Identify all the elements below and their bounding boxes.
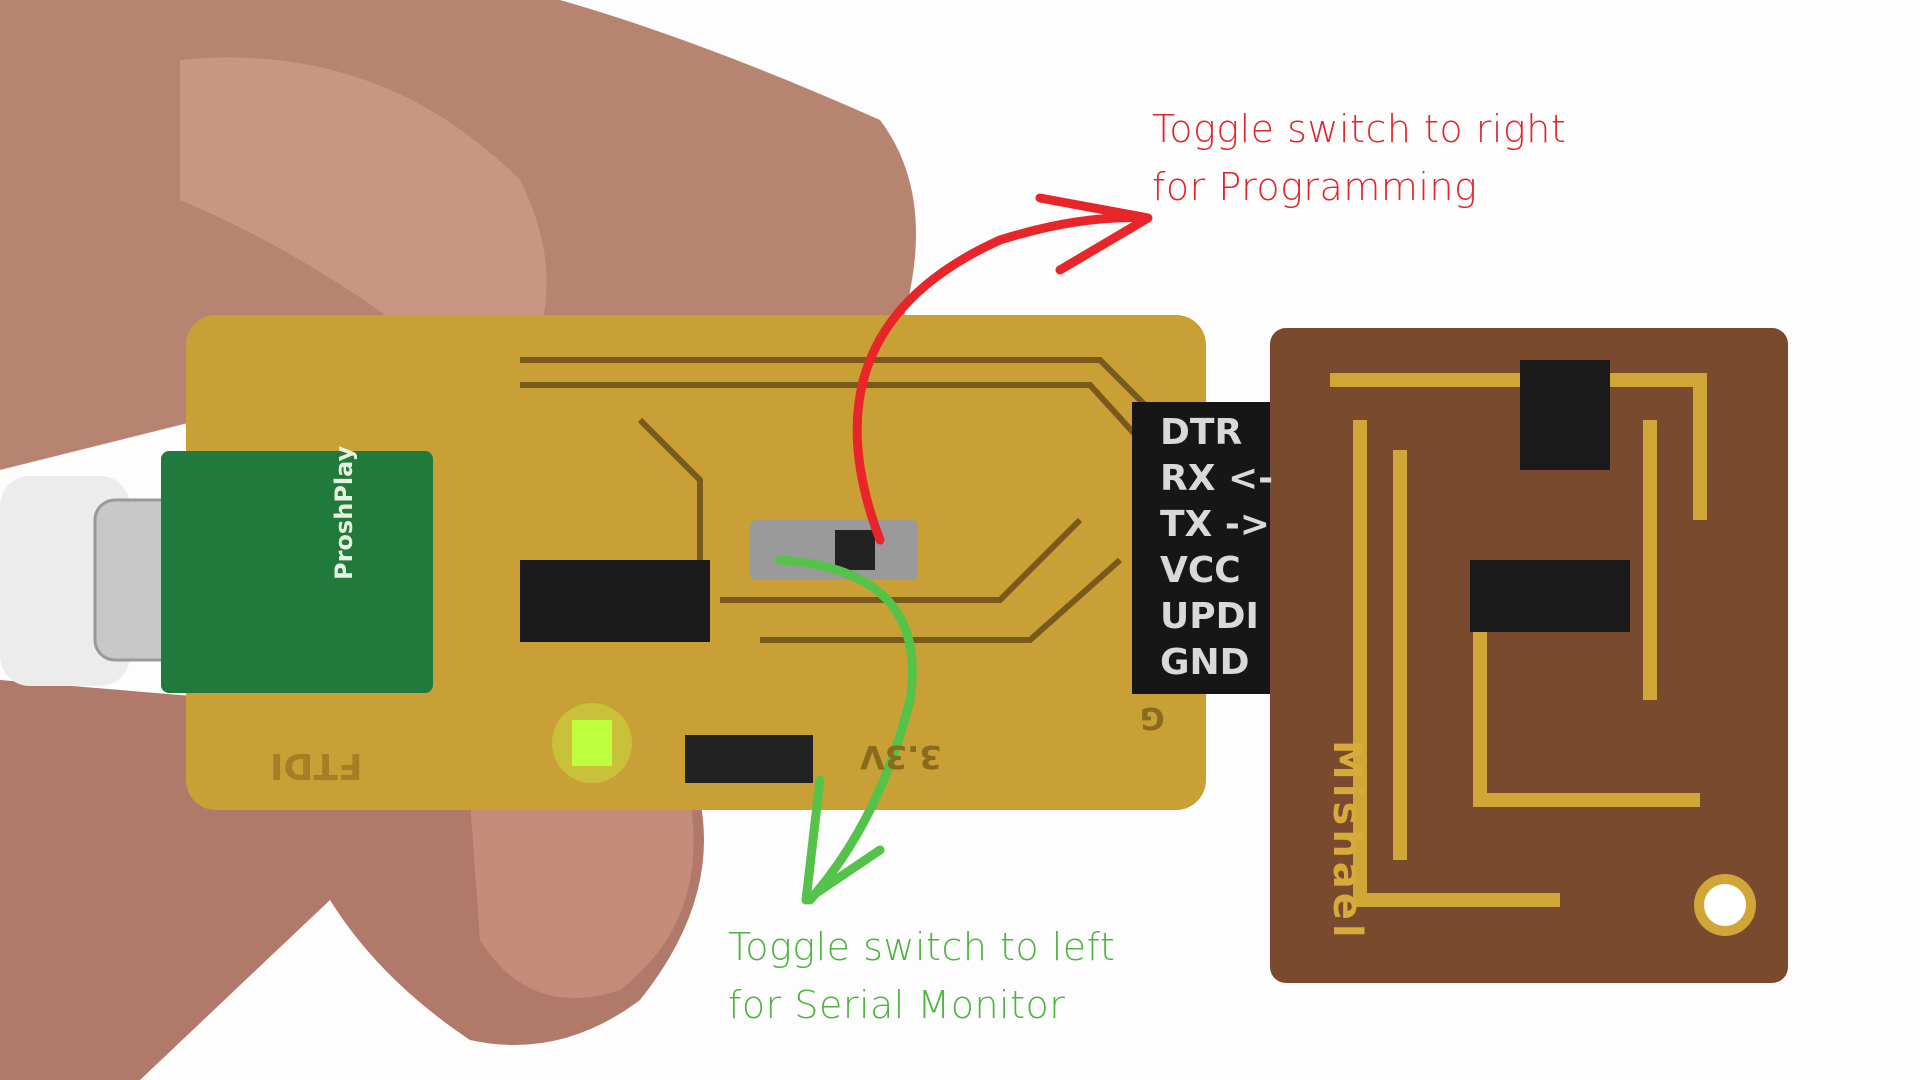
- pin-tx: TX ->: [1160, 504, 1270, 545]
- pin-header: [1132, 402, 1294, 694]
- programming-annotation: Toggle switch to right for Programming: [1152, 100, 1566, 216]
- ic-chip: [520, 560, 710, 642]
- serial-line-1: Toggle switch to left: [728, 925, 1116, 969]
- target-board: [1270, 328, 1788, 983]
- green-led: [572, 720, 612, 766]
- programming-line-2: for Programming: [1152, 165, 1478, 209]
- pin-header-labels: DTR RX <- TX -> VCC UPDI GND: [1160, 410, 1290, 686]
- green-arrow: [775, 555, 917, 905]
- mishael-label: Mishael: [1324, 740, 1370, 942]
- pin-dtr: DTR: [1160, 412, 1243, 453]
- usb-breakout-board: [161, 451, 433, 693]
- ground-label: G: [1140, 700, 1165, 735]
- pin-rx: RX <-: [1160, 458, 1274, 499]
- serial-line-2: for Serial Monitor: [728, 983, 1066, 1027]
- voltage-label: 3.3V: [860, 738, 942, 776]
- red-arrow: [852, 213, 1150, 545]
- ftdi-label: FTDI: [270, 745, 363, 786]
- serial-annotation: Toggle switch to left for Serial Monitor: [728, 918, 1115, 1034]
- pin-vcc: VCC: [1160, 550, 1241, 591]
- ftdi-board: [161, 315, 1206, 810]
- breakout-label: ProshPlay: [330, 445, 358, 580]
- programming-line-1: Toggle switch to right: [1152, 107, 1567, 151]
- pin-updi: UPDI: [1160, 596, 1259, 637]
- pin-gnd: GND: [1160, 642, 1250, 683]
